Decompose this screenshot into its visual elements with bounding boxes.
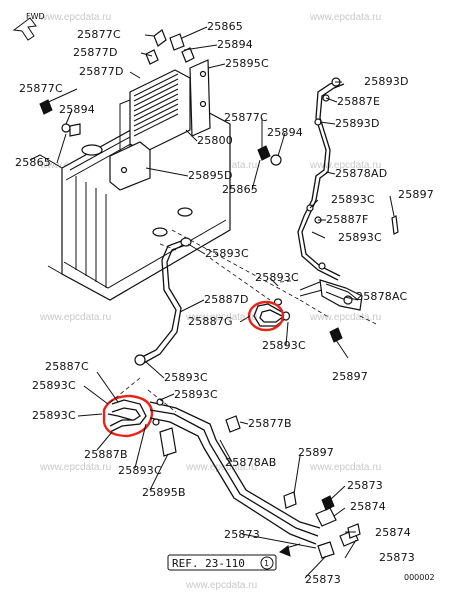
oil-cooler	[109, 59, 211, 191]
part-label[interactable]: 25887C	[45, 360, 89, 373]
part-label[interactable]: 25878AB	[225, 456, 276, 469]
part-label[interactable]: 25893D	[335, 117, 380, 130]
part-label[interactable]: 25897	[298, 446, 334, 459]
part-label[interactable]: 25895C	[225, 57, 269, 70]
arrow-icon	[278, 545, 291, 557]
part-label[interactable]: 25874	[350, 500, 386, 513]
part-label[interactable]: 25895D	[188, 169, 233, 182]
highlight-ring	[247, 300, 285, 332]
part-label[interactable]: 25887B	[84, 448, 128, 461]
bolt-icon	[391, 215, 399, 235]
part-label[interactable]: 25893C	[255, 271, 299, 284]
fittings-lower-right	[278, 495, 361, 559]
part-label[interactable]: 25887G	[188, 315, 233, 328]
ref-label: REF. 23-110	[172, 557, 245, 570]
figure-id: 000002	[404, 573, 435, 582]
ref-box[interactable]: REF. 23-110 1	[167, 554, 277, 571]
part-label[interactable]: 25877D	[73, 46, 118, 59]
watermark: www.epcdata.ru	[309, 160, 381, 171]
washer-icon	[61, 123, 71, 133]
hose-center	[134, 237, 192, 366]
part-label[interactable]: 25877D	[79, 65, 124, 78]
part-label[interactable]: 25897	[332, 370, 368, 383]
part-label[interactable]: 25893C	[118, 464, 162, 477]
part-label[interactable]: 25893C	[331, 193, 375, 206]
fwd-label: FWD	[26, 12, 45, 21]
watermark: www.epcdata.ru	[185, 462, 257, 473]
leader-lines	[43, 26, 395, 579]
part-labels: 25865 25877C 25894 25877D 25895C 25877D …	[15, 20, 434, 586]
pipe-assembly	[149, 398, 321, 545]
part-label[interactable]: 25897	[398, 188, 434, 201]
highlight-ring	[102, 394, 154, 438]
clip-icon	[69, 123, 81, 137]
part-label[interactable]: 25877B	[248, 417, 292, 430]
part-label[interactable]: 25873	[379, 551, 415, 564]
part-label[interactable]: 25873	[347, 479, 383, 492]
watermark: www.epcdata.ru	[39, 312, 111, 323]
part-label[interactable]: 25893C	[174, 388, 218, 401]
hose-25887b	[102, 394, 154, 438]
part-label[interactable]: 25865	[207, 20, 243, 33]
part-label[interactable]: 25878AC	[356, 290, 408, 303]
bolt-icon	[153, 29, 167, 47]
reference-lines	[107, 229, 377, 413]
bolt-25897-right	[329, 215, 399, 359]
bolt-icon	[39, 99, 53, 115]
part-label[interactable]: 25878AD	[335, 167, 387, 180]
part-label[interactable]: 25887D	[204, 293, 249, 306]
radiator	[29, 99, 231, 301]
watermark: www.epcdata.ru	[309, 12, 381, 23]
part-label[interactable]: 25874	[375, 526, 411, 539]
part-label[interactable]: 25877C	[19, 82, 63, 95]
part-label[interactable]: 25893C	[262, 339, 306, 352]
part-label[interactable]: 25877C	[77, 28, 121, 41]
part-label[interactable]: 25895B	[142, 486, 186, 499]
part-label[interactable]: 25877C	[224, 111, 268, 124]
bolt-icon	[257, 145, 271, 161]
watermark: www.epcdata.ru	[185, 580, 257, 591]
part-label[interactable]: 25865	[222, 183, 258, 196]
part-label[interactable]: 25893C	[32, 409, 76, 422]
fasteners-top	[39, 29, 282, 166]
bolt-icon	[329, 327, 343, 343]
part-label[interactable]: 25887E	[337, 95, 380, 108]
watermark: www.epcdata.ru	[309, 312, 381, 323]
part-label[interactable]: 25894	[59, 103, 95, 116]
part-label[interactable]: 25893C	[338, 231, 382, 244]
part-label[interactable]: 25893C	[205, 247, 249, 260]
part-label[interactable]: 25887F	[326, 213, 369, 226]
part-label[interactable]: 25865	[15, 156, 51, 169]
bolt-icon	[283, 491, 297, 509]
part-label[interactable]: 25894	[217, 38, 253, 51]
part-label[interactable]: 25873	[224, 528, 260, 541]
part-label[interactable]: 25800	[197, 134, 233, 147]
part-label[interactable]: 25894	[267, 126, 303, 139]
part-label[interactable]: 25893C	[32, 379, 76, 392]
clip-icon	[181, 47, 195, 63]
part-label[interactable]: 25893C	[164, 371, 208, 384]
bolt-icon	[145, 49, 159, 65]
clip-icon	[169, 33, 185, 51]
part-label[interactable]: 25873	[305, 573, 341, 586]
part-label[interactable]: 25893D	[364, 75, 409, 88]
watermark: www.epcdata.ru	[39, 12, 111, 23]
watermark: www.epcdata.ru	[185, 312, 257, 323]
watermark: www.epcdata.ru	[309, 462, 381, 473]
watermark: www.epcdata.ru	[39, 462, 111, 473]
hose-25887g	[247, 298, 291, 332]
ref-circled-number: 1	[264, 559, 269, 568]
fwd-arrow-icon: FWD	[12, 12, 45, 41]
washer-icon	[270, 154, 282, 166]
